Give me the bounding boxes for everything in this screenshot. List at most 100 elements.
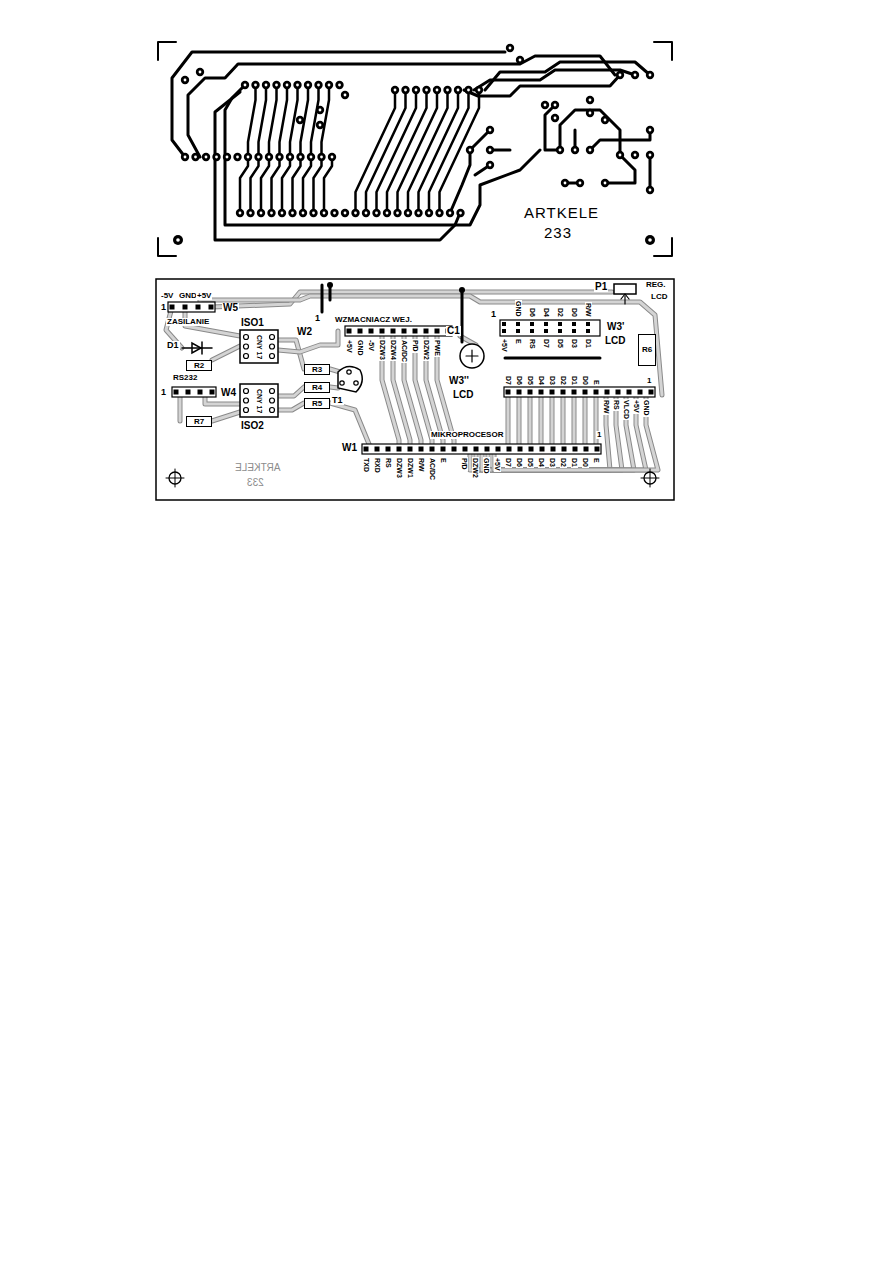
header-pin bbox=[530, 322, 534, 326]
copper-pad bbox=[412, 86, 420, 94]
copper-pad bbox=[401, 86, 409, 94]
copper-pad bbox=[212, 153, 220, 161]
ic-pad bbox=[244, 408, 249, 413]
ic-pad bbox=[270, 408, 275, 413]
pin-label: D5 bbox=[527, 457, 534, 468]
pin-label: D2 bbox=[560, 457, 567, 468]
copper-trace-shadow bbox=[278, 387, 304, 396]
header-pin bbox=[452, 447, 457, 452]
pin-label: RXD bbox=[374, 457, 381, 474]
copper-pad bbox=[223, 153, 231, 161]
copper-trace bbox=[248, 85, 256, 157]
pad-hole bbox=[619, 74, 622, 77]
copper-pad bbox=[296, 116, 304, 124]
pin-label: D0 bbox=[582, 375, 589, 386]
header-pin bbox=[364, 447, 369, 452]
pin-label: R/W bbox=[585, 302, 592, 318]
copper-pad bbox=[486, 126, 494, 134]
copper-trace-shadow bbox=[488, 395, 646, 470]
copper-pad bbox=[456, 209, 464, 217]
copper-trace-shadow bbox=[482, 395, 634, 470]
pad-hole bbox=[296, 84, 299, 87]
copper-pad bbox=[244, 153, 252, 161]
silkscreen-label: RS232 bbox=[172, 374, 198, 382]
pad-hole bbox=[260, 212, 263, 215]
pad-hole bbox=[281, 212, 284, 215]
pad-hole bbox=[215, 156, 218, 159]
copper-pad bbox=[196, 68, 204, 76]
copper-trace bbox=[649, 155, 652, 190]
copper-pad bbox=[351, 209, 359, 217]
pad-hole bbox=[457, 89, 460, 92]
pad-hole bbox=[375, 212, 378, 215]
ic-pad bbox=[244, 335, 249, 340]
ic-pad bbox=[244, 389, 249, 394]
header-pin bbox=[391, 329, 396, 334]
pad-hole bbox=[319, 124, 322, 127]
part-name: R6 bbox=[642, 346, 652, 354]
pin-label: GND bbox=[357, 339, 364, 357]
ic-pad bbox=[244, 344, 249, 349]
copper-trace bbox=[251, 157, 259, 213]
header-pin bbox=[627, 390, 632, 395]
pad-hole bbox=[268, 156, 271, 159]
pad-hole bbox=[299, 156, 302, 159]
pin-label: DZW4 bbox=[390, 339, 397, 361]
pin-label: RS bbox=[385, 457, 392, 469]
header-pin bbox=[544, 329, 548, 333]
pin-label: D6 bbox=[516, 375, 523, 386]
pad-hole bbox=[417, 212, 420, 215]
copper-trace-shadow bbox=[278, 340, 304, 369]
ic-pad bbox=[270, 335, 275, 340]
copper-pad bbox=[293, 81, 301, 89]
copper-pad bbox=[486, 146, 494, 154]
silkscreen-label: MIKROPROCESOR bbox=[430, 431, 504, 439]
header-pin bbox=[347, 329, 352, 334]
header-pin bbox=[386, 447, 391, 452]
copper-trace bbox=[293, 157, 301, 213]
header-pin bbox=[572, 329, 576, 333]
pad-hole bbox=[649, 189, 652, 192]
copper-pad bbox=[475, 86, 483, 94]
pad-hole bbox=[278, 156, 281, 159]
header-pin bbox=[572, 390, 577, 395]
pad-hole bbox=[589, 99, 592, 102]
pin-label: DZW3 bbox=[396, 457, 403, 479]
copper-trace bbox=[261, 157, 269, 213]
pin-label: D3 bbox=[571, 338, 578, 349]
pin-label: D7 bbox=[505, 457, 512, 468]
copper-pad bbox=[317, 153, 325, 161]
pad-hole bbox=[407, 212, 410, 215]
copper-trace-shadow bbox=[529, 395, 532, 449]
copper-trace bbox=[324, 157, 332, 213]
copper-trace-shadow bbox=[212, 412, 240, 421]
header-pin bbox=[539, 390, 544, 395]
header-pin bbox=[430, 447, 435, 452]
copper-pad bbox=[571, 146, 579, 154]
header-pin bbox=[435, 329, 440, 334]
copper-trace-shadow bbox=[278, 403, 304, 410]
copper-trace bbox=[464, 75, 620, 96]
pin-label: R/W bbox=[603, 399, 610, 415]
part-name: R2 bbox=[194, 362, 204, 370]
copper-trace-shadow bbox=[330, 387, 338, 388]
resistor-symbol: R7 bbox=[186, 416, 212, 427]
pad-hole bbox=[509, 47, 512, 50]
transistor-pad bbox=[340, 381, 344, 385]
silkscreen-label: W5 bbox=[222, 303, 239, 313]
pad-hole bbox=[634, 74, 637, 77]
copper-trace-shadow bbox=[561, 395, 566, 449]
header-pin bbox=[441, 447, 446, 452]
pad-hole bbox=[559, 149, 562, 152]
pad-hole bbox=[199, 71, 202, 74]
part-name: R7 bbox=[194, 418, 204, 426]
copper-pad bbox=[181, 153, 189, 161]
copper-pad bbox=[601, 179, 609, 187]
pad-hole bbox=[275, 84, 278, 87]
copper-trace bbox=[429, 90, 469, 213]
pad-hole bbox=[312, 212, 315, 215]
pad-hole bbox=[649, 129, 652, 132]
copper-pad bbox=[372, 209, 380, 217]
header-pin bbox=[506, 390, 511, 395]
